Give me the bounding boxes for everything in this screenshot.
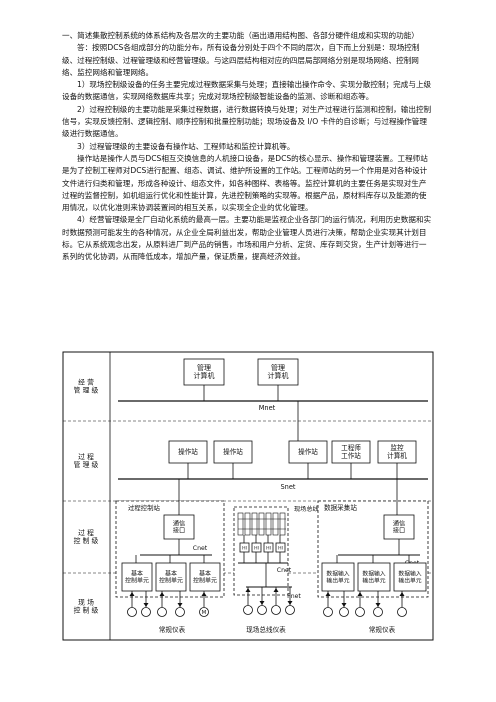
left-instrument-arrow-down [143,603,149,607]
basic-control-unit-3-label: 基本控制单元 [193,569,217,584]
right-instrument-arrow-up [357,592,363,596]
hi-module-label: HI [242,545,247,551]
management-computer-1-box [183,358,225,386]
data-io-unit-2-box [357,562,391,592]
fieldbus-module [237,512,244,536]
left-instrument-arrow-down [177,603,183,607]
basic-control-unit-1-box [121,562,153,592]
fieldbus-instrument [271,605,281,615]
right-instrument [323,607,333,617]
right-instrument-arrow-up [325,592,331,596]
level-label: 现 场控 制 级 [74,598,99,615]
level-label: 经 营管 理 级 [74,378,99,395]
left-instrument-arrow-up [129,592,135,596]
right-instrument [355,607,365,617]
mnet-label: Mnet [259,404,276,412]
right-instrument-arrow-down [341,603,347,607]
right-instrument-arrow-up [399,592,405,596]
basic-control-unit-2-label: 基本控制单元 [159,569,183,584]
left-instrument-arrow-up [159,592,165,596]
fieldbus-instruments-label: 现场总线仪表 [246,625,286,634]
basic-control-unit-2-box [155,562,187,592]
right-instrument [339,607,349,617]
left-instrument [175,607,185,617]
fieldbus-module [251,512,258,536]
operator-station-paragraph: 操作站是操作人员与DCS相互交换信息的人机接口设备，是DCS的核心显示、操作和管… [62,153,428,213]
left-comm-interface-label: 通信接口 [173,519,185,534]
hi-module-box [251,542,262,553]
right-instrument [397,607,407,617]
management-computer-2-box [257,358,299,386]
business-management-paragraph: 4）经营管理级是全厂自动化系统的最高一层。主要功能是监视企业各部门的运行情况，利… [62,215,432,262]
hi-module-box [239,542,250,553]
data-io-unit-3-label: 数据输入输出单元 [398,569,421,584]
management-computer-1-label: 管理计算机 [194,363,215,380]
fieldbus-instrument [257,605,267,615]
mid-instrument-arrow-down [259,601,265,605]
snet-label: Snet [280,483,295,491]
left-instrument [127,607,137,617]
left-cnet-label: Cnet [193,545,208,552]
fieldbus-module [265,512,272,536]
fnet-label: Fnet [287,593,301,600]
right-instrument [373,607,383,617]
station-1-label: 操作站 [178,447,198,456]
dcs-architecture-diagram: 经 营管 理 级过 程管 理 级过 程控 制 级现 场控 制 级 管理计算机 管理计… [62,351,434,641]
station-4-label: 工程师工作站 [341,443,361,460]
mid-cnet-label: Cnet [277,567,292,574]
basic-control-unit-3-box [189,562,221,592]
fieldbus-module [258,512,265,536]
fieldbus-interface-title: 现场总线接口 [294,505,331,513]
hi-module-box [263,542,274,553]
management-computer-2-label: 管理计算机 [268,363,289,380]
station-2-label: 操作站 [223,447,243,456]
data-io-unit-3-box [393,562,427,592]
field-level-paragraph: 1）现场控制级设备的任务主要完成过程数据采集与处理；直接输出操作命令、实现分散控… [62,80,432,102]
answer-paragraph: 答：按照DCS各组成部分的功能分布，所有设备分别处于四个不同的层次，自下而上分别… [62,43,420,77]
data-acquisition-station-title: 数据采集站 [324,503,357,512]
question-heading: 一、简述集散控制系统的体系结构及各层次的主要功能（画出通用结构图、各部分硬件组成… [62,31,419,40]
mid-instrument-arrow-down [287,601,293,605]
right-comm-interface-label: 通信接口 [393,519,405,534]
hi-module-label: HI [278,545,283,551]
data-io-unit-1-label: 数据输入输出单元 [326,569,349,584]
left-instrument [141,607,151,617]
left-conventional-instruments-label: 常规仪表 [159,625,186,634]
data-io-unit-1-box [321,562,355,592]
hi-module-label: HI [254,545,259,551]
mid-instrument-arrow-up [273,588,279,592]
fieldbus-instrument [285,605,295,615]
fieldbus-instrument [243,605,253,615]
article-text: 一、简述集散控制系统的体系结构及各层次的主要功能（画出通用结构图、各部分硬件组成… [62,30,434,264]
level-label: 过 程管 理 级 [74,452,99,469]
level-label: 过 程控 制 级 [74,528,99,545]
motor-label: M [202,610,207,616]
left-instrument [199,607,209,617]
process-control-station-title: 过程控制站 [128,503,161,512]
fieldbus-module [272,512,279,536]
fieldbus-module [244,512,251,536]
left-comm-interface-box [163,514,195,540]
basic-control-unit-1-label: 基本控制单元 [125,569,149,584]
hi-module-label: HI [266,545,271,551]
station-5-label: 监控计算机 [387,443,407,460]
process-control-paragraph: 2）过程控制级的主要功能是采集过程数据，进行数据转换与处理；对生产过程进行监测和… [62,104,432,139]
fieldbus-module [279,512,286,536]
right-conventional-instruments-label: 常规仪表 [369,625,396,634]
right-instrument-arrow-down [375,603,381,607]
left-instrument-arrow-up [201,592,207,596]
left-instrument [157,607,167,617]
data-io-unit-2-label: 数据输入输出单元 [362,569,385,584]
hi-module-box [275,542,286,553]
station-3-label: 操作站 [298,447,318,456]
process-management-paragraph: 3）过程管理级的主要设备有操作站、工程师站和监控计算机等。 [77,141,295,151]
mid-instrument-arrow-up [245,588,251,592]
